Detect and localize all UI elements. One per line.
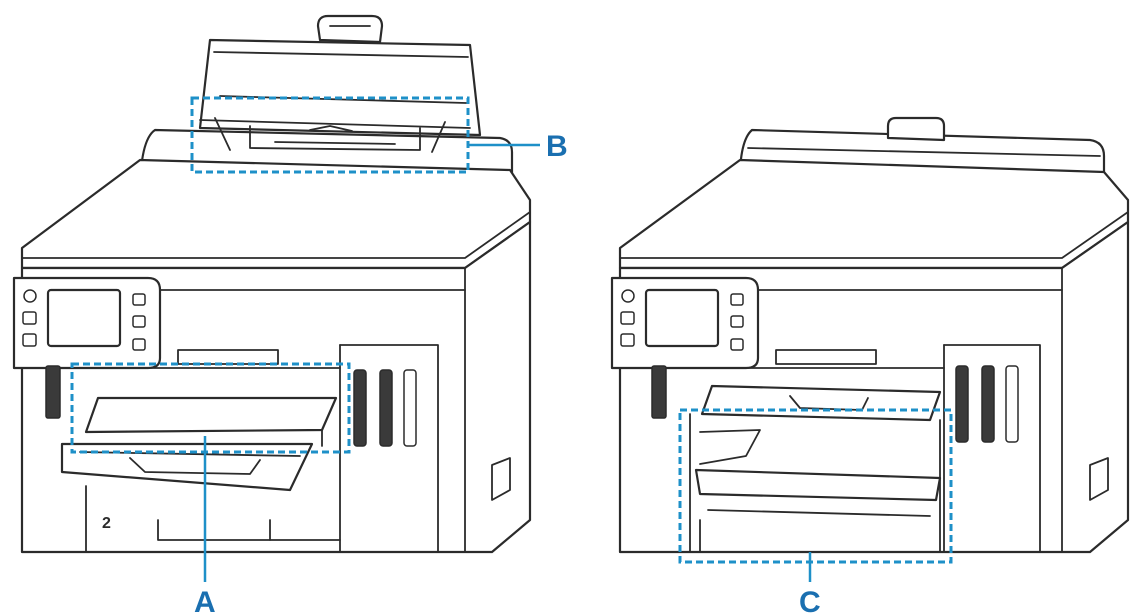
- main-body: [20, 220, 532, 554]
- output-slot-right: [689, 349, 945, 369]
- top-cover: [20, 158, 532, 270]
- main-body-right: [618, 220, 1130, 554]
- operation-panel: [12, 276, 162, 370]
- highlight-b: [190, 96, 470, 174]
- ink-tank-panel: [339, 344, 439, 553]
- cassette-number: 2: [102, 515, 111, 532]
- ink-tank-panel-right: [943, 344, 1041, 553]
- paper-output-tray-right: [700, 384, 942, 422]
- ink-tank-black-right: [651, 365, 667, 419]
- highlight-c: [678, 408, 953, 564]
- printer-right: C: [610, 116, 1130, 615]
- operation-panel-right: [610, 276, 760, 370]
- paper-output-tray: [60, 396, 338, 492]
- ink-tank-black: [45, 365, 61, 419]
- rear-tray-support: [198, 14, 482, 137]
- cassette-opening: [689, 413, 942, 553]
- output-slot: [89, 349, 341, 369]
- callout-label-b: B: [546, 130, 568, 163]
- callout-label-a: A: [194, 586, 216, 615]
- printer-left: 2 A B: [12, 14, 568, 615]
- cassette: [85, 485, 341, 553]
- callout-label-c: C: [799, 586, 821, 615]
- highlight-a: [70, 362, 351, 454]
- top-cover-right: [618, 158, 1130, 270]
